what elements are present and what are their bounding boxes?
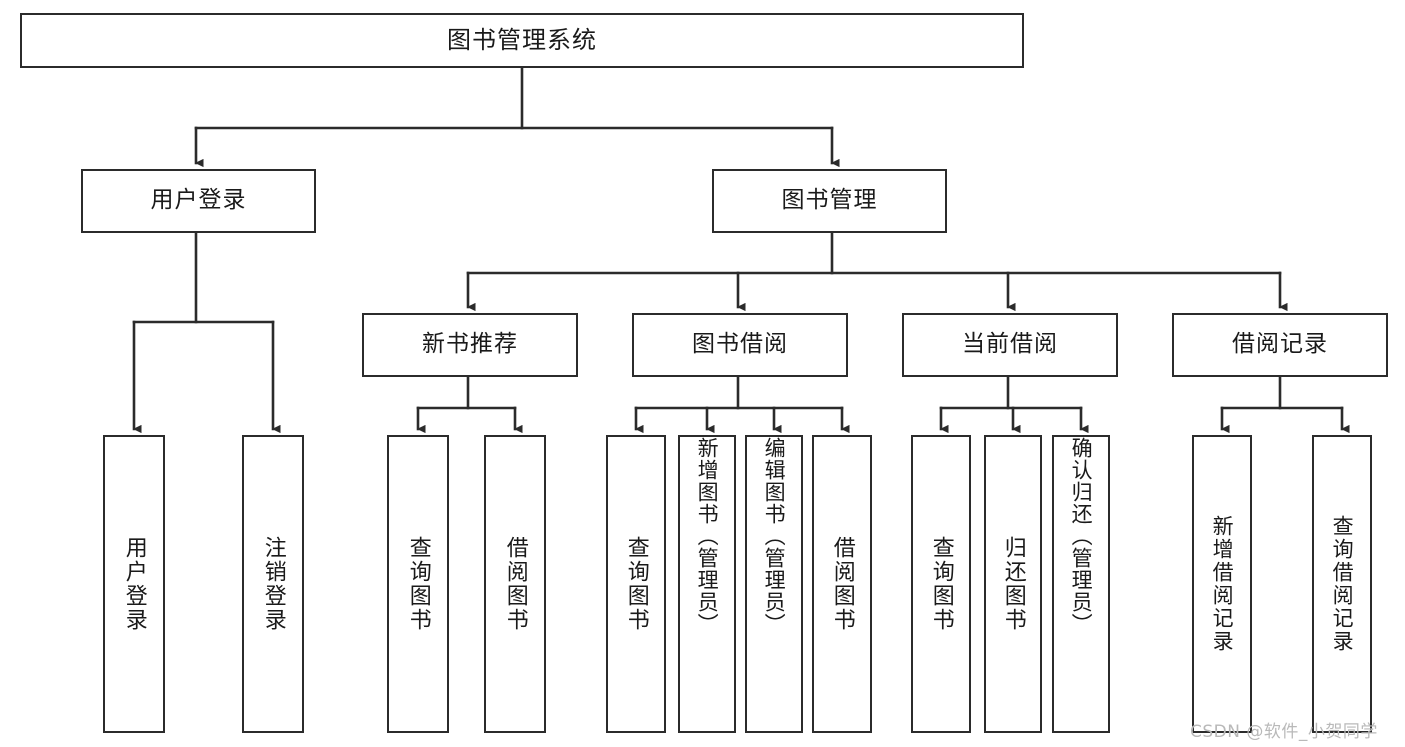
leaf-text-wrap: 新增借阅记录 (1194, 437, 1250, 731)
node-leaf-query-borrow-record[interactable]: 查询借阅记录 (1312, 435, 1372, 733)
leaf-text-wrap: 编辑图书（管理员） (747, 437, 801, 731)
leaf-text-wrap: 注销登录 (244, 437, 302, 731)
leaf-label: 查询图书 (928, 536, 954, 632)
node-leaf-query-book-1[interactable]: 查询图书 (387, 435, 449, 733)
leaf-text-wrap: 查询借阅记录 (1314, 437, 1370, 731)
node-leaf-confirm-return[interactable]: 确认归还（管理员） (1052, 435, 1110, 733)
node-book-borrow[interactable]: 图书借阅 (632, 313, 848, 377)
node-leaf-add-borrow-record[interactable]: 新增借阅记录 (1192, 435, 1252, 733)
leaf-text-wrap: 新增图书（管理员） (680, 437, 734, 731)
node-leaf-logout-login[interactable]: 注销登录 (242, 435, 304, 733)
leaf-text-wrap: 查询图书 (389, 437, 447, 731)
node-leaf-borrow-book-2[interactable]: 借阅图书 (812, 435, 872, 733)
node-leaf-add-book-admin[interactable]: 新增图书（管理员） (678, 435, 736, 733)
node-leaf-edit-book-admin[interactable]: 编辑图书（管理员） (745, 435, 803, 733)
node-borrow-record[interactable]: 借阅记录 (1172, 313, 1388, 377)
leaf-label: 编辑图书（管理员） (762, 437, 787, 635)
leaf-label: 新增借阅记录 (1210, 515, 1235, 653)
node-root-system[interactable]: 图书管理系统 (20, 13, 1024, 68)
node-new-book-recommend[interactable]: 新书推荐 (362, 313, 578, 377)
node-leaf-query-book-3[interactable]: 查询图书 (911, 435, 971, 733)
node-leaf-borrow-book-1[interactable]: 借阅图书 (484, 435, 546, 733)
node-user-login[interactable]: 用户登录 (81, 169, 316, 233)
leaf-text-wrap: 确认归还（管理员） (1054, 437, 1108, 731)
node-leaf-query-book-2[interactable]: 查询图书 (606, 435, 666, 733)
leaf-text-wrap: 借阅图书 (814, 437, 870, 731)
node-leaf-return-book[interactable]: 归还图书 (984, 435, 1042, 733)
leaf-label: 查询图书 (623, 536, 649, 632)
leaf-label: 借阅图书 (829, 536, 855, 632)
leaf-text-wrap: 借阅图书 (486, 437, 544, 731)
leaf-label: 借阅图书 (502, 536, 528, 632)
leaf-label: 新增图书（管理员） (695, 437, 720, 635)
leaf-text-wrap: 用户登录 (105, 437, 163, 731)
leaf-text-wrap: 归还图书 (986, 437, 1040, 731)
leaf-label: 注销登录 (260, 536, 286, 632)
leaf-label: 查询借阅记录 (1330, 515, 1355, 653)
leaf-label: 确认归还（管理员） (1069, 437, 1094, 635)
leaf-text-wrap: 查询图书 (913, 437, 969, 731)
node-book-manage[interactable]: 图书管理 (712, 169, 947, 233)
node-current-borrow[interactable]: 当前借阅 (902, 313, 1118, 377)
leaf-label: 查询图书 (405, 536, 431, 632)
leaf-label: 归还图书 (1000, 536, 1026, 632)
csdn-watermark: CSDN @软件_小贺同学 (1190, 722, 1378, 742)
leaf-label: 用户登录 (121, 536, 147, 632)
node-leaf-user-login[interactable]: 用户登录 (103, 435, 165, 733)
leaf-text-wrap: 查询图书 (608, 437, 664, 731)
